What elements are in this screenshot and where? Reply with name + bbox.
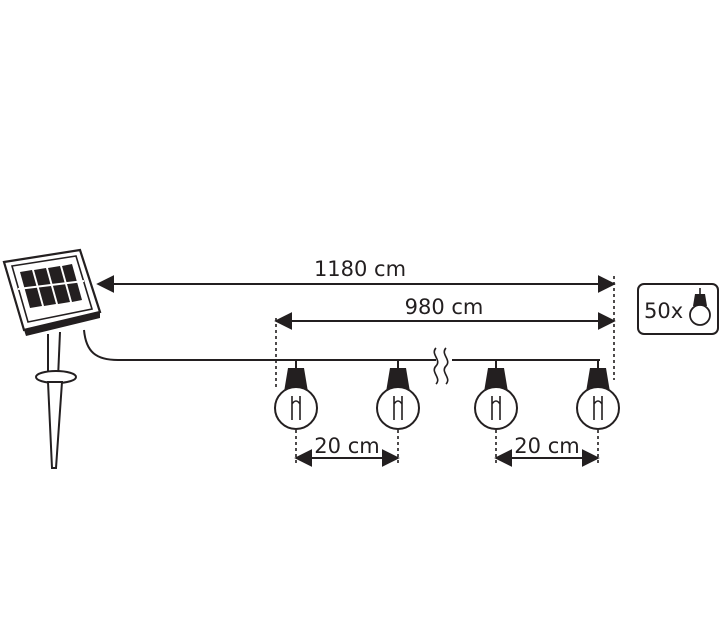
bulb-2 bbox=[376, 360, 420, 430]
dimension-lit: 980 cm bbox=[274, 295, 616, 330]
solar-cells bbox=[17, 264, 85, 308]
dimension-spacing-left-label: 20 cm bbox=[314, 434, 379, 458]
bulb-4 bbox=[576, 360, 620, 430]
quantity-badge-count: 50x bbox=[644, 299, 683, 323]
quantity-badge: 50x bbox=[637, 283, 719, 335]
bulb-icon bbox=[689, 288, 711, 326]
bulb-1 bbox=[274, 360, 318, 430]
dimension-total-label: 1180 cm bbox=[314, 257, 406, 281]
dimension-spacing-right: 20 cm bbox=[494, 434, 600, 467]
bulb-3 bbox=[474, 360, 518, 430]
dimension-lit-label: 980 cm bbox=[405, 295, 484, 319]
solar-panel-icon bbox=[2, 248, 102, 336]
ground-stake-icon bbox=[35, 331, 77, 469]
dimension-spacing-right-label: 20 cm bbox=[514, 434, 579, 458]
panel-cable bbox=[83, 329, 436, 361]
dimension-total: 1180 cm bbox=[96, 257, 616, 293]
dimension-spacing-left: 20 cm bbox=[294, 434, 400, 467]
cable-break-icon bbox=[433, 347, 449, 385]
